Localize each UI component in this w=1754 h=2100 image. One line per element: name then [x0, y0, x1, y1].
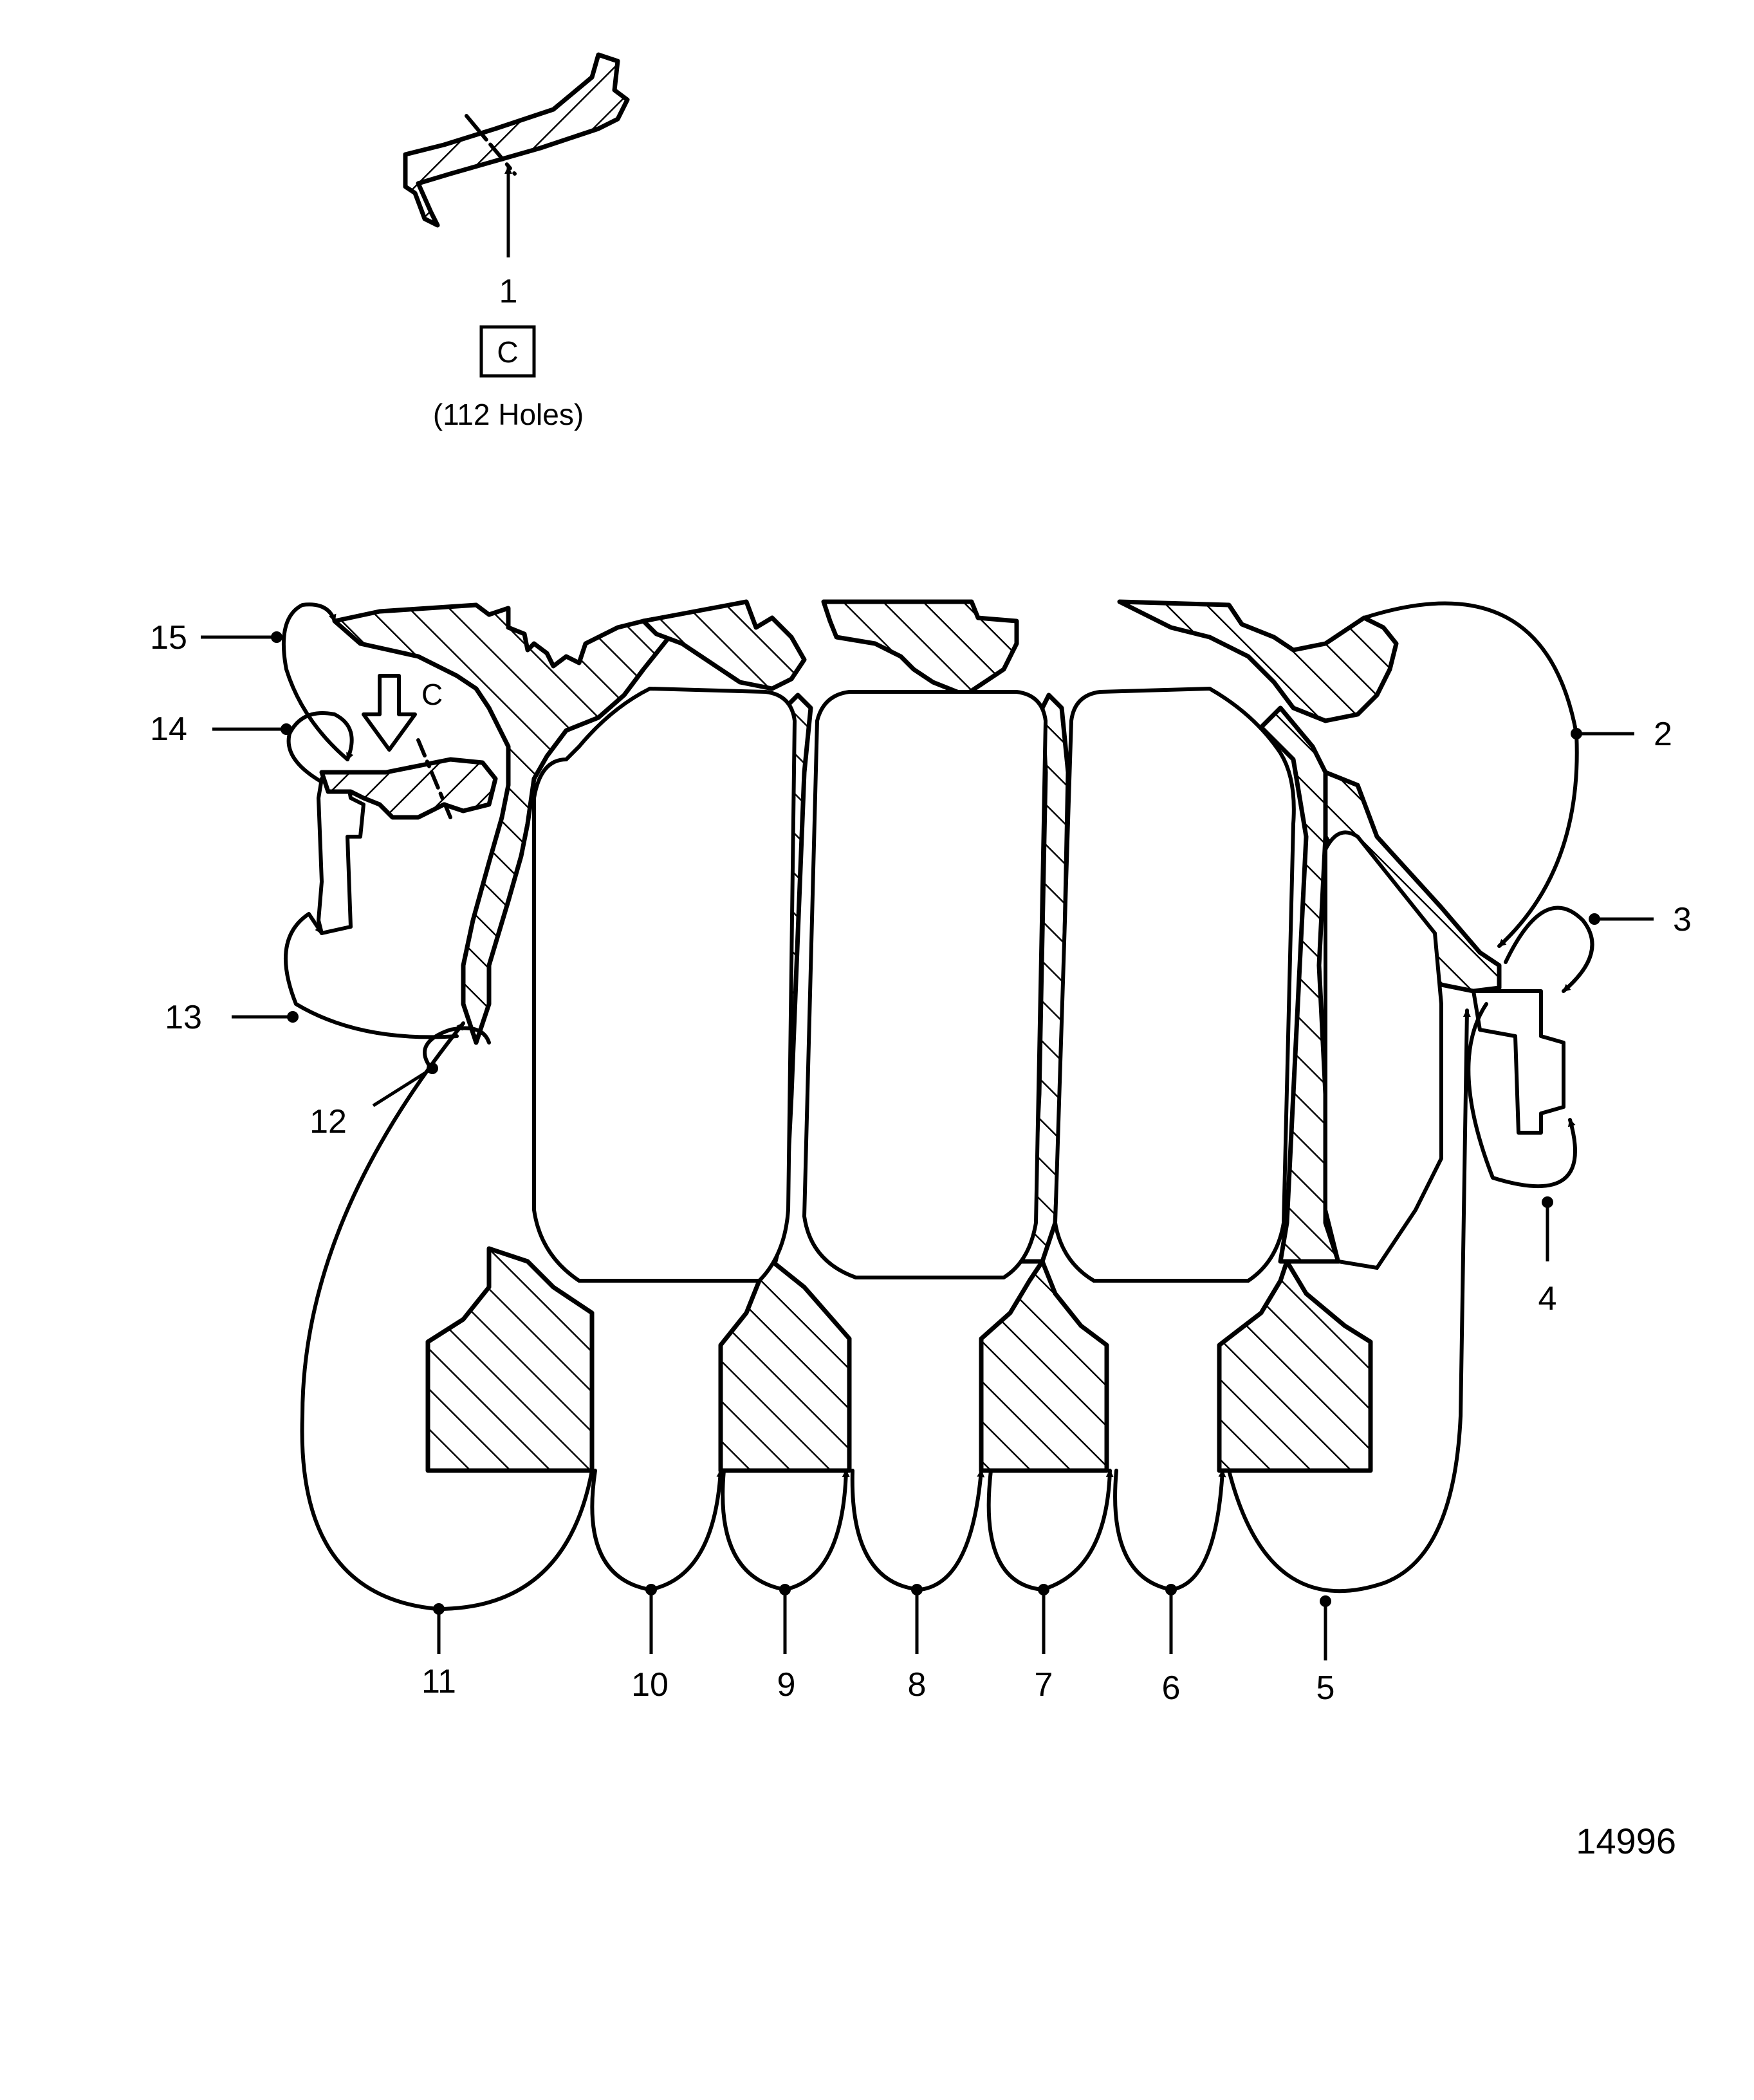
- forward-arm: [319, 757, 498, 820]
- view-letter-box: [479, 325, 536, 378]
- callout-label-7: 7: [1035, 1666, 1053, 1704]
- callout-dot-15: [271, 631, 282, 643]
- callout-label-6: 6: [1162, 1669, 1181, 1707]
- callout-label-13: 13: [165, 999, 202, 1036]
- callout-dot-7: [1038, 1584, 1049, 1595]
- forward-flange: [317, 777, 365, 935]
- callout-label-14: 14: [150, 711, 187, 748]
- loop-7: [986, 1469, 1114, 1592]
- cavity-4: [1324, 830, 1443, 1270]
- loop-2: [1362, 601, 1579, 948]
- callout-dot-5: [1320, 1595, 1331, 1607]
- holes-note: (112 Holes): [433, 398, 584, 431]
- callout-leader-12: [372, 1066, 434, 1108]
- view-letter-c: C: [497, 335, 518, 369]
- callout-dot-6: [1165, 1584, 1177, 1595]
- bore-1: [425, 1246, 595, 1473]
- loop-6: [1113, 1469, 1226, 1592]
- callout-label-3: 3: [1673, 901, 1692, 938]
- cavity-2: [802, 690, 1048, 1279]
- loop-11: [300, 1021, 594, 1611]
- callout-label-5: 5: [1316, 1669, 1335, 1707]
- callout-dot-14: [281, 723, 292, 735]
- loop-5: [1227, 1008, 1471, 1594]
- loop-10: [590, 1469, 725, 1592]
- callout-label-12: 12: [309, 1103, 347, 1140]
- disk-web-2: [821, 599, 1019, 698]
- callout-label-15: 15: [150, 619, 187, 656]
- callout-label-2: 2: [1654, 716, 1672, 753]
- callout-dot-3: [1589, 913, 1600, 925]
- callout-dot-10: [645, 1584, 657, 1595]
- bore-3: [979, 1259, 1109, 1473]
- callout-label-9: 9: [777, 1666, 796, 1704]
- loop-3: [1504, 906, 1594, 993]
- section-c-arrow: [362, 674, 417, 752]
- cavity-3: [1053, 686, 1296, 1283]
- callout-dot-11: [433, 1603, 445, 1615]
- detail-centerline: [465, 114, 517, 176]
- disk-web-1: [641, 599, 807, 691]
- callout-dot-4: [1542, 1196, 1553, 1208]
- figure-number: 14996: [1576, 1821, 1676, 1861]
- loop-4: [1466, 1002, 1577, 1189]
- disk-assembly-section: C: [317, 599, 1565, 1473]
- rear-flange: [1472, 989, 1565, 1135]
- section-c-letter: C: [421, 678, 443, 711]
- cavity-1: [532, 686, 797, 1283]
- callout-label-1: 1: [499, 273, 518, 310]
- callout-label-4: 4: [1538, 1280, 1557, 1317]
- detail-hole-section: [403, 52, 630, 228]
- callout-dot-9: [779, 1584, 791, 1595]
- callout-dot-8: [911, 1584, 923, 1595]
- callout-label-11: 11: [421, 1663, 456, 1700]
- loop-13: [284, 912, 459, 1039]
- bore-2: [718, 1259, 852, 1473]
- bore-4: [1217, 1259, 1373, 1473]
- callout-label-10: 10: [631, 1666, 669, 1704]
- disk-web-3: [1117, 599, 1399, 723]
- callout-dot-12: [427, 1063, 438, 1074]
- loop-14: [286, 711, 354, 784]
- loop-8: [850, 1469, 985, 1592]
- callouts: 2 3 4 5 6 7 8 9 10 11: [150, 619, 1692, 1707]
- rim-flange-left: [332, 602, 685, 1045]
- section-cut-centerline: [416, 738, 452, 819]
- detail-view-c: 1 C (112 Holes): [403, 52, 630, 431]
- callout-dot-13: [287, 1011, 299, 1023]
- loop-9: [721, 1469, 850, 1592]
- loop-15: [281, 602, 349, 761]
- callout-label-8: 8: [908, 1666, 927, 1704]
- loop-12: [423, 1026, 491, 1070]
- callout-dot-2: [1571, 728, 1582, 739]
